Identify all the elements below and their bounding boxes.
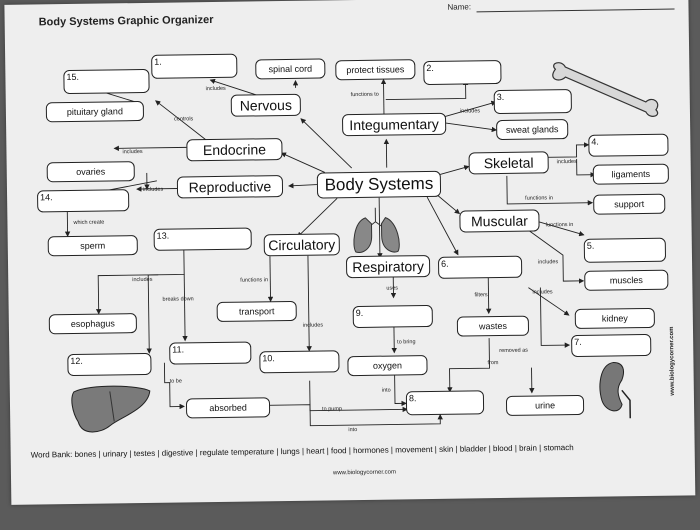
absorbed-box: absorbed bbox=[186, 397, 270, 418]
ligaments-box: ligaments bbox=[593, 164, 669, 185]
link-label: includes bbox=[532, 289, 552, 295]
link-label: removed as bbox=[499, 348, 528, 354]
blank-number: 1. bbox=[154, 57, 162, 67]
blank-box-4[interactable]: 4. bbox=[588, 134, 668, 157]
transport-box: transport bbox=[217, 301, 297, 322]
blank-box-1[interactable]: 1. bbox=[151, 54, 237, 79]
wastes-box: wastes bbox=[457, 316, 529, 337]
integumentary-system-box: Integumentary bbox=[342, 113, 446, 136]
website-footer: www.biologycorner.com bbox=[333, 469, 396, 476]
blank-box-5[interactable]: 5. bbox=[584, 238, 666, 263]
bone-illustration bbox=[545, 58, 666, 120]
circulatory-system-box: Circulatory bbox=[264, 233, 340, 256]
link-label: includes bbox=[206, 86, 226, 92]
link-label: functions in bbox=[545, 222, 573, 228]
pituitary-gland-box: pituitary gland bbox=[46, 101, 144, 122]
blank-number: 11. bbox=[172, 344, 184, 354]
side-credit: www.biologycorner.com bbox=[669, 326, 676, 395]
link-label: to be bbox=[170, 378, 182, 384]
skeletal-system-box: Skeletal bbox=[469, 151, 549, 174]
blank-number: 14. bbox=[40, 192, 53, 202]
blank-number: 2. bbox=[426, 63, 434, 73]
support-box: support bbox=[593, 194, 665, 215]
blank-box-13[interactable]: 13. bbox=[154, 227, 252, 250]
blank-box-2[interactable]: 2. bbox=[423, 60, 501, 85]
link-label: functions in bbox=[525, 195, 553, 201]
blank-number: 3. bbox=[497, 92, 505, 102]
urine-box: urine bbox=[506, 395, 584, 416]
sperm-box: sperm bbox=[48, 235, 138, 256]
name-label: Name: bbox=[447, 2, 471, 11]
blank-number: 4. bbox=[591, 137, 599, 147]
link-label: functions in bbox=[240, 277, 268, 283]
kidney-illustration bbox=[595, 360, 636, 421]
lungs-illustration bbox=[347, 205, 408, 256]
link-label: controls bbox=[174, 116, 193, 122]
blank-number: 6. bbox=[441, 259, 449, 269]
link-label: includes bbox=[557, 159, 577, 165]
endocrine-system-box: Endocrine bbox=[186, 138, 282, 161]
blank-number: 12. bbox=[70, 356, 83, 366]
blank-box-11[interactable]: 11. bbox=[169, 342, 251, 365]
link-label: from bbox=[487, 360, 498, 366]
spinal-cord-box: spinal cord bbox=[255, 58, 325, 79]
blank-number: 13. bbox=[157, 231, 170, 241]
blank-number: 5. bbox=[587, 241, 595, 251]
blank-box-14[interactable]: 14. bbox=[37, 189, 129, 212]
nervous-system-box: Nervous bbox=[231, 94, 301, 117]
link-label: to pump bbox=[322, 406, 342, 412]
blank-box-15[interactable]: 15. bbox=[63, 69, 149, 94]
link-label: breaks down bbox=[162, 296, 193, 302]
link-label: includes bbox=[303, 322, 323, 328]
reproductive-system-box: Reproductive bbox=[177, 175, 283, 198]
kidney-box: kidney bbox=[575, 308, 655, 329]
blank-box-9[interactable]: 9. bbox=[353, 305, 433, 328]
link-label: into bbox=[382, 388, 391, 394]
oxygen-box: oxygen bbox=[347, 355, 427, 376]
link-label: functions to bbox=[351, 92, 379, 98]
blank-box-6[interactable]: 6. bbox=[438, 256, 522, 279]
worksheet-title: Body Systems Graphic Organizer bbox=[39, 14, 214, 28]
blank-number: 15. bbox=[66, 72, 79, 82]
link-label: to bring bbox=[397, 339, 415, 345]
link-label: includes bbox=[132, 277, 152, 283]
link-label: includes bbox=[143, 187, 163, 193]
link-label: includes bbox=[460, 108, 480, 114]
esophagus-box: esophagus bbox=[49, 313, 137, 334]
sweat-glands-box: sweat glands bbox=[496, 119, 568, 140]
link-label: into bbox=[348, 427, 357, 433]
blank-box-8[interactable]: 8. bbox=[406, 390, 484, 415]
link-label: includes bbox=[122, 149, 142, 155]
blank-number: 7. bbox=[574, 337, 582, 347]
muscular-system-box: Muscular bbox=[459, 209, 539, 232]
respiratory-system-box: Respiratory bbox=[346, 255, 430, 278]
blank-number: 10. bbox=[262, 353, 275, 363]
blank-number: 9. bbox=[356, 308, 364, 318]
worksheet-page: Body Systems Graphic Organizer Name: Bod… bbox=[4, 0, 695, 505]
body-systems-center: Body Systems bbox=[317, 171, 441, 199]
link-label: which create bbox=[73, 220, 104, 226]
ovaries-box: ovaries bbox=[47, 161, 135, 182]
liver-illustration bbox=[70, 381, 155, 438]
link-label: uses bbox=[386, 285, 398, 291]
blank-number: 8. bbox=[409, 393, 417, 403]
muscles-box: muscles bbox=[584, 270, 668, 291]
link-label: filters bbox=[474, 292, 487, 298]
blank-box-12[interactable]: 12. bbox=[67, 353, 151, 376]
blank-box-10[interactable]: 10. bbox=[259, 350, 339, 373]
link-label: includes bbox=[538, 259, 558, 265]
blank-box-7[interactable]: 7. bbox=[571, 334, 651, 357]
protect-tissues-box: protect tissues bbox=[335, 59, 415, 80]
